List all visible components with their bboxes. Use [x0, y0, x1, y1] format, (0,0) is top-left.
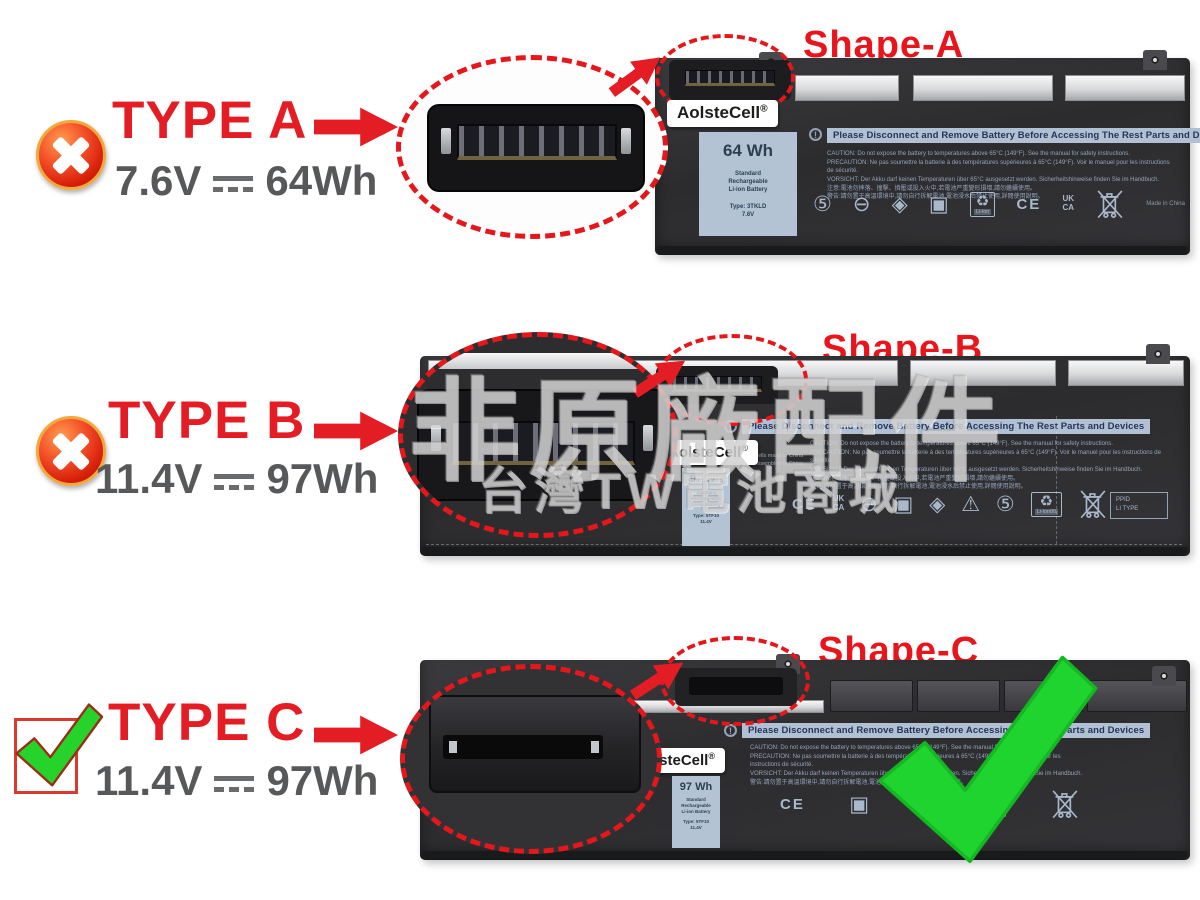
mount-tab	[1143, 50, 1167, 70]
wh-value: 97 Wh	[679, 781, 713, 793]
compatible-check-icon	[878, 655, 1098, 864]
connector-closeup-type-b	[398, 332, 678, 538]
green-check-icon	[15, 703, 103, 787]
ukca-mark: UK CA	[832, 494, 845, 512]
battery-bottom-edge	[423, 851, 1187, 860]
caution-text: CAUTION: Do not expose the battery to te…	[810, 441, 1161, 491]
crossed-bin-icon	[1097, 190, 1123, 219]
certification-diamond-icon: ◈	[929, 492, 946, 516]
connector-slot	[443, 735, 603, 759]
li-ion-recycle-icon: ♻Li-ion	[969, 191, 996, 217]
capacity-value: 97Wh	[266, 757, 379, 804]
capacity-label: 97 Wh Standard Rechargeable Li-ion Batte…	[672, 776, 720, 848]
dc-symbol-icon	[214, 474, 255, 490]
warning-strip: Please Disconnect and Remove Battery Bef…	[742, 419, 1151, 434]
mount-bracket	[403, 353, 673, 369]
red-x-icon	[36, 120, 106, 190]
circled-5-icon: ⑤	[995, 492, 1015, 516]
voltage-value: 7.6V	[115, 157, 202, 204]
ce-mark: CE	[1016, 195, 1042, 213]
battery-type-line: Type: 5TF10 11.4V	[683, 819, 709, 831]
right-arrow-icon	[314, 107, 398, 147]
battery-kind-lines: Standard Rechargeable Li-ion Battery	[691, 490, 721, 508]
die-cut-line	[426, 544, 1182, 545]
battery-bottom-edge	[423, 547, 1187, 556]
voltage-value: 11.4V	[95, 455, 203, 502]
right-arrow-icon	[314, 715, 398, 755]
type-c-label: TYPE C	[108, 693, 306, 752]
type-a-spec: 7.6V 64Wh	[115, 160, 377, 202]
battery-type-line: Type: 5TF10 11.4V	[693, 513, 719, 525]
cells-origin-text: Cells made in China Assembled in China	[754, 453, 804, 468]
type-b-spec: 11.4V 97Wh	[95, 458, 378, 500]
type-c-spec: 11.4V 97Wh	[95, 760, 378, 802]
voltage-value: 11.4V	[95, 757, 203, 804]
crossed-bin-icon	[1080, 490, 1106, 519]
connector-pin-tip	[449, 741, 457, 753]
battery-kind-lines: Standard Rechargeable Li-ion Battery	[681, 797, 711, 815]
battery-top-block	[917, 680, 1000, 712]
battery-photo-type-a: AolsteCell® 64 Wh Standard Rechargeable …	[655, 34, 1200, 255]
recycle-square-icon: ▣	[849, 792, 870, 816]
certification-icons: CE UK CA ⊖ ▣ ◈ ⚠ ⑤ ♻Li-ion00	[792, 488, 1108, 520]
connector-closeup-type-c	[400, 664, 662, 854]
warning-triangle-icon: ⚠	[961, 492, 981, 516]
ppid-box: PPID LI TYPE	[1110, 492, 1168, 519]
battery-bottom-edge	[658, 246, 1187, 255]
brand-label: AolsteCell®	[667, 100, 778, 127]
crossed-bin-icon	[1052, 790, 1078, 819]
li-ion-recycle-icon: ♻Li-ion00	[1030, 491, 1063, 517]
ce-mark: CE	[780, 795, 805, 813]
battery-kind-lines: Standard Rechargeable Li-ion Battery	[728, 171, 768, 194]
circled-5-icon: ⑤	[812, 192, 832, 216]
wh-value: 97 Wh	[689, 473, 723, 485]
certification-diamond-icon: ◈	[891, 192, 908, 216]
ce-mark: CE	[792, 495, 817, 513]
connector-pin-tip	[591, 741, 599, 753]
mount-bracket	[913, 75, 1053, 101]
right-arrow-icon	[314, 411, 398, 451]
recycle-square-icon: ▣	[893, 492, 914, 516]
recycle-square-icon: ▣	[928, 192, 949, 216]
die-cut-line	[1056, 416, 1057, 544]
warning-strip: Please Disconnect and Remove Battery Bef…	[827, 128, 1200, 143]
no-disassemble-icon: ⊖	[852, 192, 871, 216]
mount-bracket	[910, 360, 1056, 386]
dc-symbol-icon	[213, 176, 254, 192]
certification-icons: ⚠ ⑤ ⊖ ◈ ▣ ♻Li-ion CE UK CA Made in China	[773, 188, 1185, 220]
shape-a-label: Shape-A	[803, 24, 965, 66]
wh-value: 64 Wh	[722, 141, 774, 160]
mount-bracket	[1065, 75, 1185, 101]
mount-tab	[1146, 344, 1170, 364]
battery-top-block	[830, 680, 913, 712]
capacity-value: 64Wh	[265, 157, 378, 204]
mount-tab	[1152, 666, 1176, 686]
mount-bracket	[795, 75, 899, 101]
connector-macro	[427, 104, 645, 192]
mount-bracket	[1068, 360, 1184, 386]
red-x-icon	[36, 416, 106, 486]
caution-text: CAUTION: Do not expose the battery to te…	[827, 151, 1170, 201]
capacity-value: 97Wh	[266, 455, 379, 502]
type-b-label: TYPE B	[108, 391, 306, 450]
capacity-label: 97 Wh Standard Rechargeable Li-ion Batte…	[682, 468, 730, 546]
connector-macro	[417, 389, 667, 501]
battery-type-line: Type: 3TKLD 7.6V	[729, 204, 767, 219]
connector-highlight-ellipse	[660, 636, 810, 726]
checked-checkbox-icon	[14, 703, 103, 794]
info-icon: !	[809, 128, 822, 141]
capacity-label: 64 Wh Standard Rechargeable Li-ion Batte…	[699, 132, 797, 236]
connector-highlight-ellipse	[656, 334, 808, 426]
made-in-text: Made in China	[1146, 201, 1185, 207]
ukca-mark: UK CA	[1062, 194, 1074, 212]
type-a-label: TYPE A	[112, 91, 308, 150]
no-disassemble-icon: ⊖	[860, 492, 878, 516]
dc-symbol-icon	[214, 776, 255, 792]
